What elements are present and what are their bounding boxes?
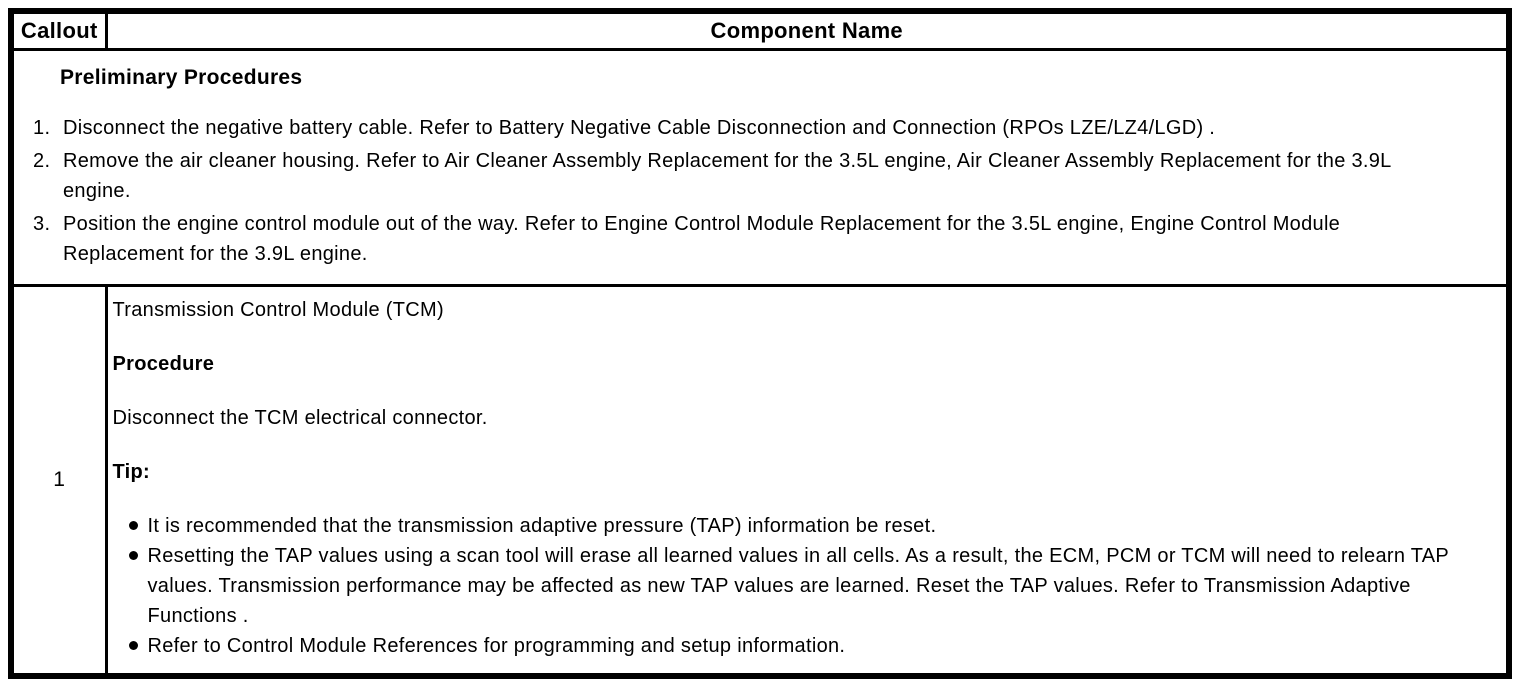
procedure-text: Disconnect the TCM electrical connector. (112, 407, 488, 429)
tip-item-2: Resetting the TAP values using a scan to… (128, 541, 1467, 631)
preliminary-step-1: Disconnect the negative battery cable. R… (33, 113, 1216, 143)
preliminary-procedures-heading: Preliminary Procedures (60, 66, 303, 89)
preliminary-procedures-cell: Preliminary Procedures Disconnect the ne… (9, 48, 1511, 287)
component-name-column-header: Component Name (104, 9, 1511, 51)
tip-item-3: Refer to Control Module References for p… (128, 631, 1467, 661)
preliminary-step-3: Position the engine control module out o… (33, 209, 1341, 265)
procedure-heading: Procedure (112, 353, 215, 375)
preliminary-step-2: Remove the air cleaner housing. Refer to… (33, 146, 1391, 202)
preliminary-steps-list: Disconnect the negative battery cable. R… (14, 113, 1421, 269)
preliminary-procedures-row: Preliminary Procedures Disconnect the ne… (9, 48, 1511, 287)
table-header-row: Callout Component Name (9, 9, 1511, 51)
tip-list: It is recommended that the transmission … (113, 511, 1467, 661)
component-table: Callout Component Name Preliminary Proce… (8, 8, 1512, 679)
callout-column-header: Callout (9, 9, 108, 51)
tip-heading: Tip: (112, 461, 150, 483)
component-row-1: 1 Transmission Control Module (TCM) Proc… (9, 284, 1511, 678)
callout-number-cell: 1 (9, 284, 108, 678)
component-detail-cell: Transmission Control Module (TCM) Proced… (104, 284, 1511, 678)
component-title: Transmission Control Module (TCM) (112, 299, 444, 321)
tip-item-1: It is recommended that the transmission … (128, 511, 1467, 541)
